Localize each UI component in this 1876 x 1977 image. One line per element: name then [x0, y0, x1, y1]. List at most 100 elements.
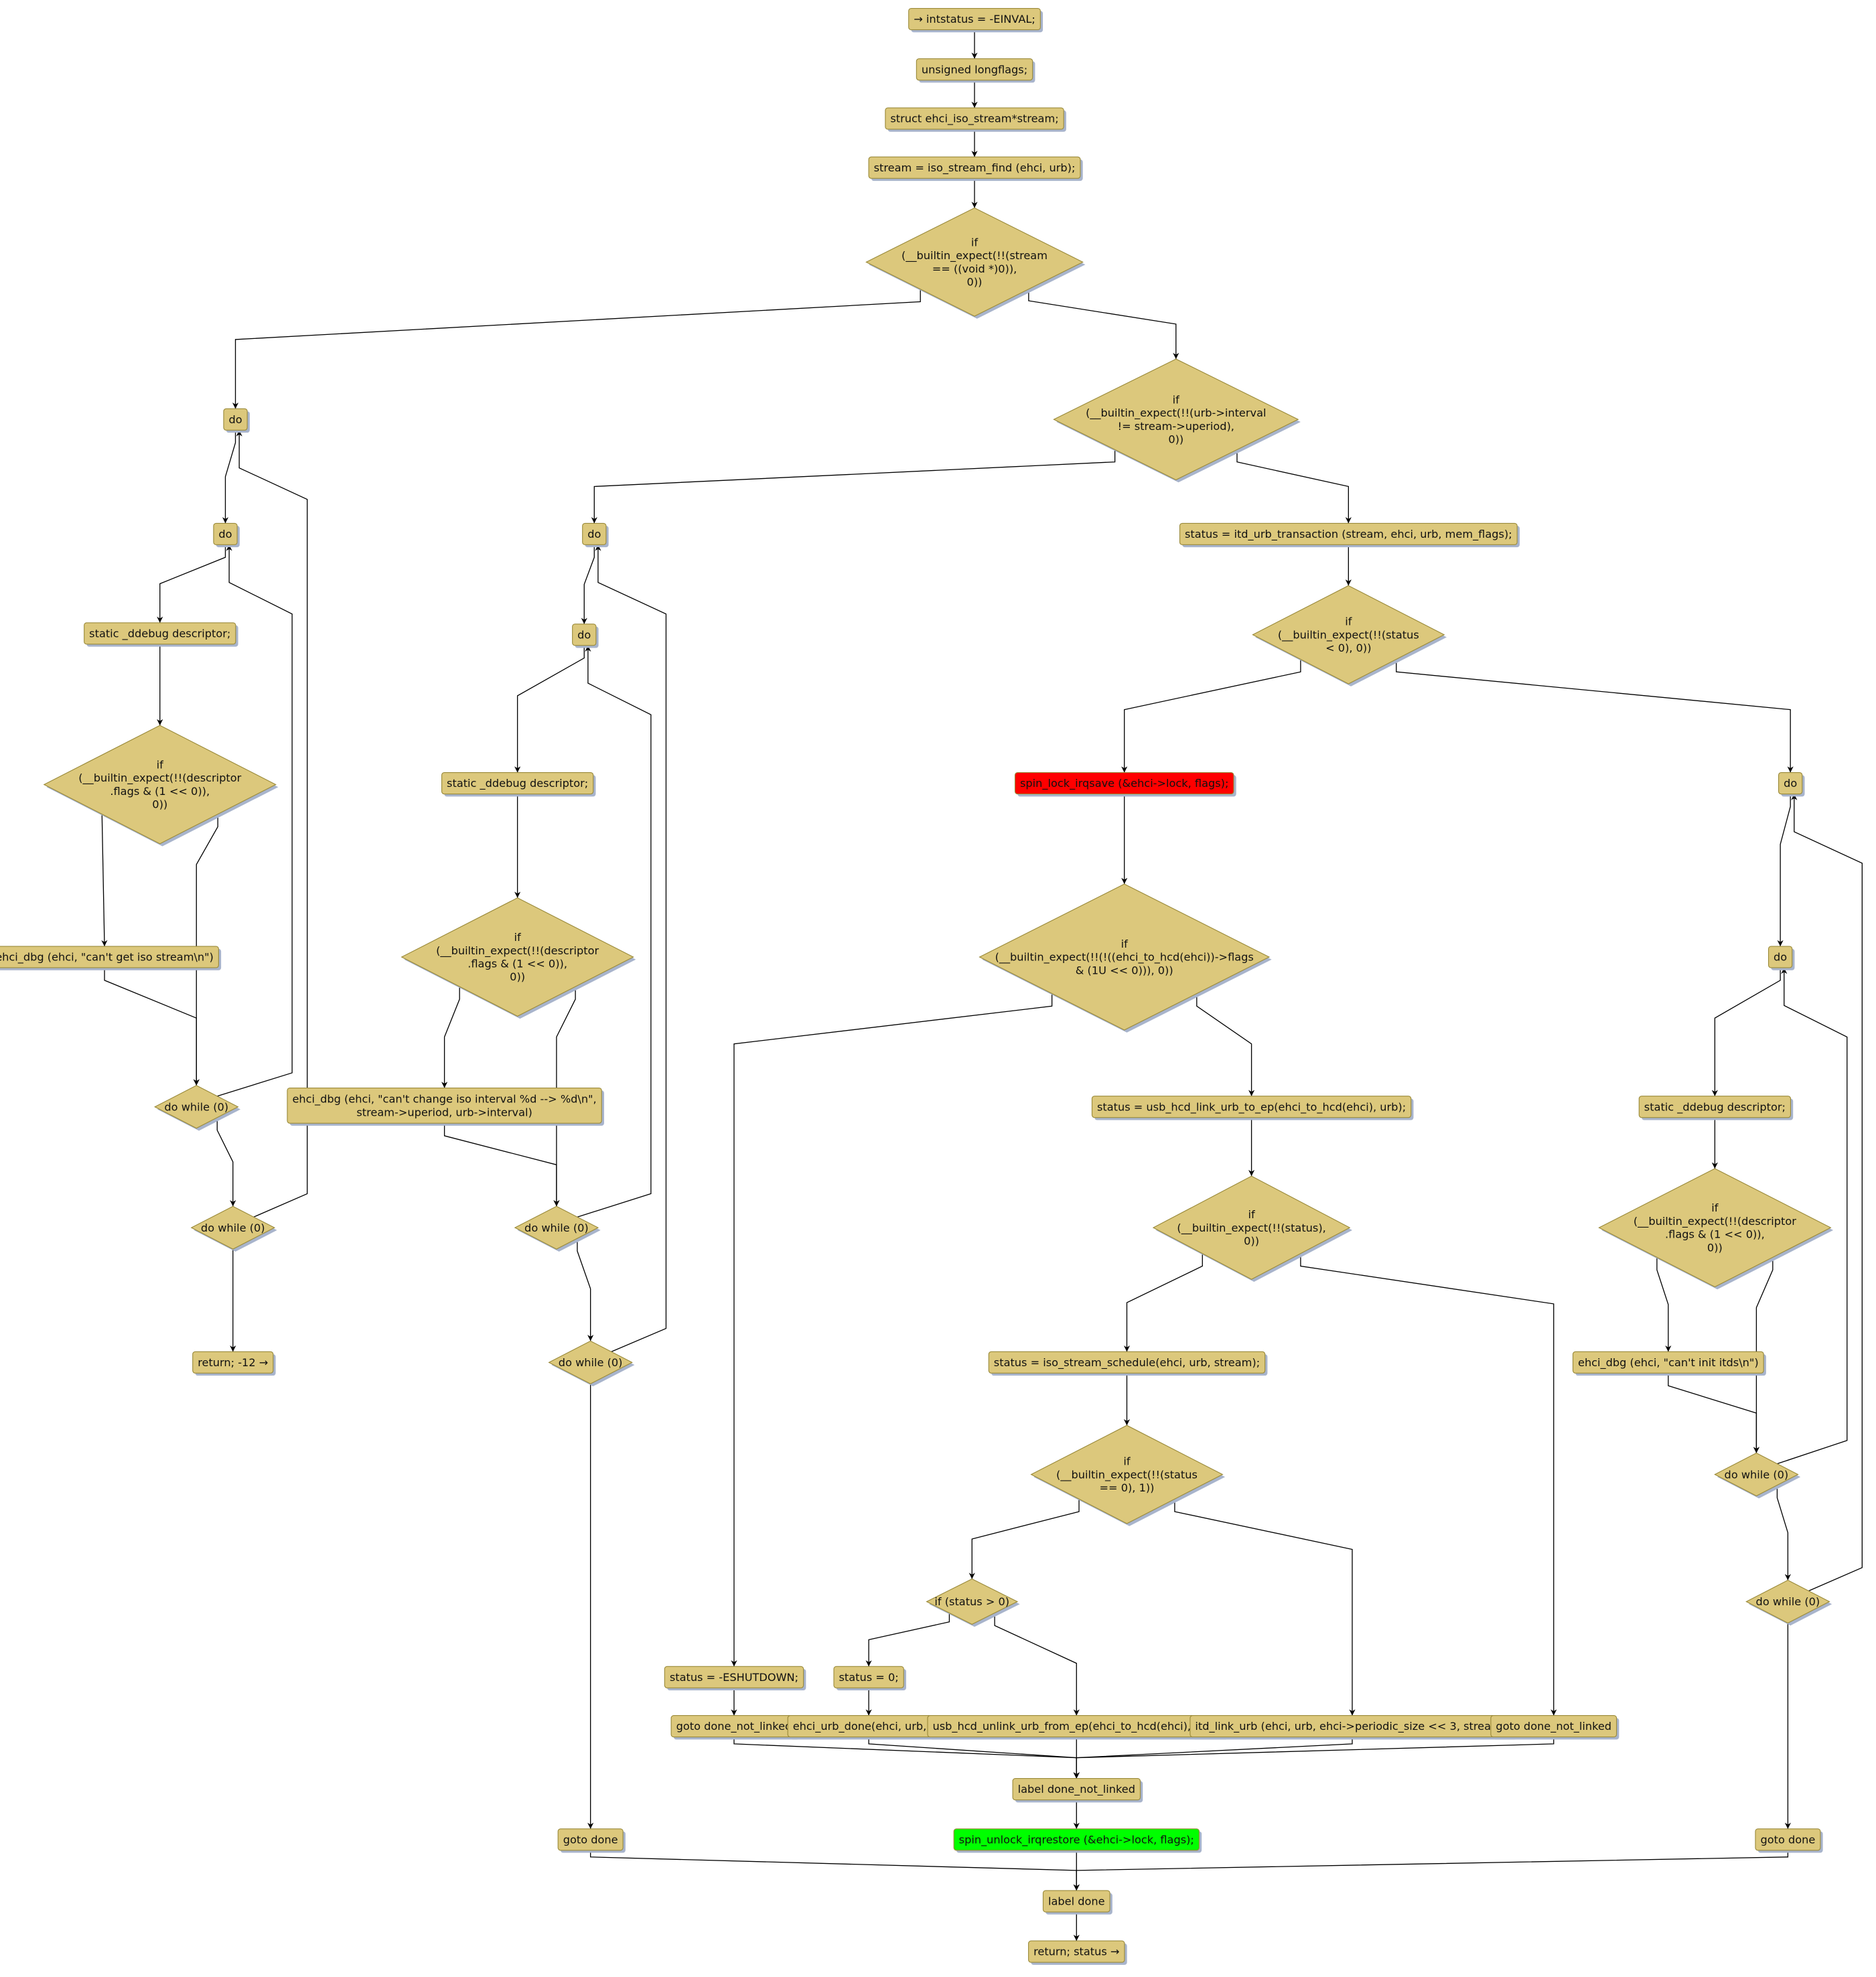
node-label-line: .flags & (1 << 0)), — [1665, 1228, 1765, 1241]
node-label-line: == ((void *)0)), — [932, 263, 1017, 275]
statement-node-M4: ehci_dbg (ehci, "can't change iso interv… — [287, 1087, 604, 1126]
box-shape — [1490, 1715, 1617, 1738]
node-label-line: return; -12 → — [198, 1356, 268, 1369]
decision-node-d1: if(__builtin_expect(!!(stream== ((void *… — [865, 207, 1086, 319]
node-label-line: do while (0) — [164, 1100, 228, 1113]
node-label-line: do while (0) — [1725, 1468, 1789, 1481]
node-label: if(__builtin_expect(!!(status== 0), 1)) — [1056, 1455, 1198, 1494]
node-label: goto done — [563, 1833, 618, 1846]
node-label: do — [228, 413, 242, 426]
node-label-line: do — [228, 413, 242, 426]
diamond-shape — [1745, 1579, 1830, 1624]
node-label-line: if — [1123, 1455, 1130, 1468]
box-shape — [192, 1351, 274, 1374]
box-shape — [885, 107, 1064, 130]
node-label-line: goto done — [1760, 1833, 1815, 1846]
node-label-line: (__builtin_expect(!!(!((ehci_to_hcd(ehci… — [995, 951, 1254, 964]
box-shape — [664, 1666, 804, 1688]
node-label: stream = iso_stream_find (ehci, urb); — [874, 161, 1076, 175]
decision-node-d4: if(__builtin_expect(!!(descriptor.flags … — [401, 897, 636, 1019]
box-shape — [287, 1087, 602, 1124]
statement-node-L4: ehci_dbg (ehci, "can't get iso stream\n"… — [0, 946, 222, 970]
box-shape — [1042, 1890, 1110, 1913]
box-shape — [1091, 1096, 1412, 1118]
node-label: status = itd_urb_transaction (stream, eh… — [1185, 528, 1512, 541]
node-label: ehci_urb_done(ehci, urb, 0); — [793, 1720, 945, 1733]
node-label: itd_link_urb (ehci, urb, ehci->periodic_… — [1195, 1720, 1509, 1733]
box-shape — [868, 156, 1081, 179]
node-label-line: & (1U << 0))), 0)) — [1076, 964, 1173, 976]
statement-node-M3: static _ddebug descriptor; — [441, 772, 596, 797]
statement-node-R4: status = iso_stream_schedule(ehci, urb, … — [988, 1351, 1268, 1376]
node-label: usb_hcd_unlink_urb_from_ep(ehci_to_hcd(e… — [932, 1720, 1220, 1733]
edge-d10-F5 — [1753, 1257, 1774, 1453]
edge-M5-M6 — [577, 1238, 594, 1341]
node-label: ehci_dbg (ehci, "can't init itds\n") — [1578, 1356, 1759, 1370]
node-label-line: 0)) — [967, 276, 983, 289]
edge-L4-L5 — [104, 967, 200, 1086]
decision-node-F5: do while (0) — [1714, 1453, 1801, 1499]
diamond-shape — [514, 1205, 599, 1250]
box-shape — [213, 522, 238, 545]
box-shape — [908, 7, 1041, 31]
diamond-shape — [1053, 358, 1299, 481]
node-label-line: do — [1774, 951, 1787, 964]
loop-edge-L6-L1 — [236, 430, 308, 1218]
edge-d3-L4 — [101, 814, 108, 947]
edge-d5-F1 — [1396, 659, 1794, 773]
diamond-shape — [1252, 585, 1445, 684]
node-label: if(__builtin_expect(!!(stream== ((void *… — [901, 236, 1048, 288]
statement-node-n4: stream = iso_stream_find (ehci, urb); — [868, 156, 1083, 181]
edge-d10-F4 — [1656, 1257, 1672, 1352]
statement-node-S10: label done — [1042, 1890, 1112, 1915]
node-label: static _ddebug descriptor; — [89, 628, 230, 641]
decision-node-d6: if(__builtin_expect(!!(!((ehci_to_hcd(eh… — [979, 883, 1272, 1033]
statement-node-M2: do — [572, 624, 599, 648]
statement-node-S5: usb_hcd_unlink_urb_from_ep(ehci_to_hcd(e… — [927, 1715, 1228, 1740]
node-label-line: struct ehci_iso_stream*stream; — [890, 113, 1058, 126]
node-label-line: return; status → — [1033, 1946, 1119, 1958]
box-shape — [953, 1828, 1200, 1851]
node-label: do — [218, 528, 232, 540]
node-label-line: .flags & (1 << 0)), — [110, 785, 210, 798]
edge-F4-F5 — [1668, 1373, 1760, 1453]
statement-node-S9: spin_unlock_irqrestore (&ehci->lock, fla… — [953, 1828, 1202, 1853]
node-label-line: do — [577, 628, 591, 641]
edge-d9-S5 — [994, 1613, 1080, 1716]
node-label-line: stream = iso_stream_find (ehci, urb); — [874, 161, 1076, 175]
edge-S7-S8 — [1073, 1737, 1555, 1779]
loop-edge-L5-L2 — [217, 544, 293, 1097]
node-label-line: if — [1711, 1201, 1718, 1214]
statement-node-L7: return; -12 → — [192, 1351, 276, 1376]
diamond-shape — [1152, 1175, 1351, 1280]
node-label-line: if — [971, 236, 978, 248]
node-label-line: ehci_dbg (ehci, "can't init itds\n") — [1578, 1356, 1759, 1370]
node-label-line: label done — [1048, 1895, 1105, 1908]
box-shape — [582, 522, 607, 545]
diamond-shape — [865, 207, 1084, 317]
box-shape — [1767, 946, 1793, 968]
node-label: if(__builtin_expect(!!(urb->interval!= s… — [1086, 393, 1266, 445]
edge-d8-S6 — [1174, 1499, 1356, 1716]
node-label: status = usb_hcd_link_urb_to_ep(ehci_to_… — [1097, 1100, 1406, 1114]
box-shape — [1179, 522, 1518, 545]
node-label-line: if — [1345, 615, 1352, 628]
node-label-line: goto done_not_linked — [1496, 1720, 1611, 1733]
node-label-line: (__builtin_expect(!!(status), — [1177, 1222, 1325, 1235]
box-shape — [1028, 1940, 1125, 1963]
node-label-line: (__builtin_expect(!!(urb->interval — [1086, 407, 1266, 420]
node-label-line: label done_not_linked — [1018, 1783, 1135, 1796]
edge-F2-F3 — [1711, 967, 1781, 1096]
node-label: if(__builtin_expect(!!(descriptor.flags … — [1634, 1201, 1796, 1254]
node-label: status = 0; — [839, 1671, 899, 1684]
node-label: do — [1774, 951, 1787, 964]
statement-node-L1: do — [223, 408, 250, 433]
node-label: do — [1784, 777, 1797, 790]
edge-F7-S10 — [1073, 1850, 1789, 1891]
node-label: do while (0) — [201, 1222, 265, 1234]
node-label-line: do while (0) — [559, 1356, 623, 1369]
node-label: status = iso_stream_schedule(ehci, urb, … — [994, 1356, 1260, 1370]
node-label: ehci_dbg (ehci, "can't get iso stream\n"… — [0, 951, 214, 964]
box-shape — [441, 772, 594, 795]
node-label-line: usb_hcd_unlink_urb_from_ep(ehci_to_hcd(e… — [932, 1720, 1220, 1733]
